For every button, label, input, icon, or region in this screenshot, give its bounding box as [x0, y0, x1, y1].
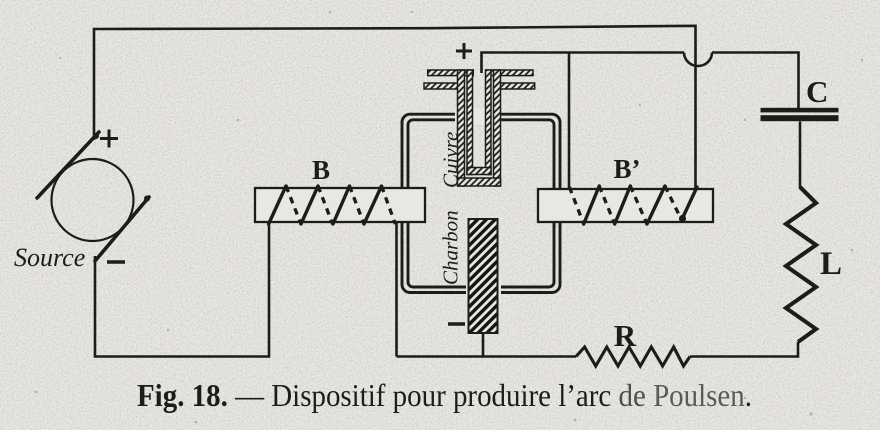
svg-text:Source: Source: [14, 243, 85, 272]
svg-text:B’: B’: [614, 154, 641, 184]
svg-text:Fig. 18. — Dispositif pour pro: Fig. 18. — Dispositif pour produire l’ar…: [137, 379, 752, 414]
svg-text:B: B: [312, 155, 330, 185]
svg-text:L: L: [820, 246, 842, 282]
svg-text:Cuivre: Cuivre: [439, 132, 463, 188]
svg-text:Charbon: Charbon: [439, 210, 463, 285]
svg-text:R: R: [614, 318, 637, 353]
svg-text:C: C: [806, 74, 828, 109]
